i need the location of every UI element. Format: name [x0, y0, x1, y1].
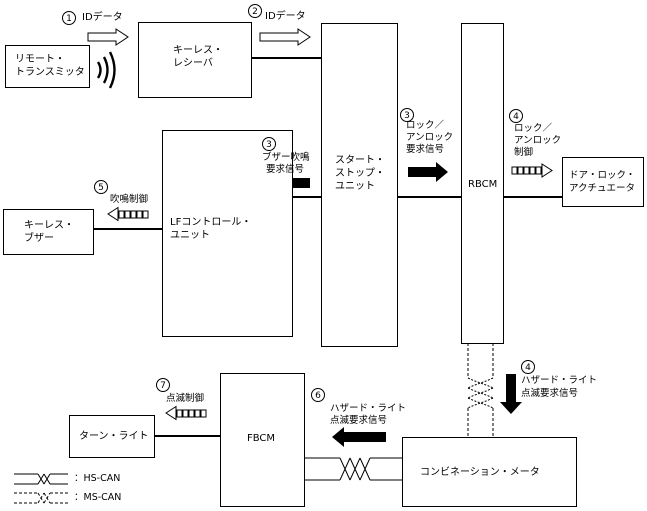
arrow-7-icon — [165, 405, 207, 421]
turn-light-box: ターン・ライト — [69, 415, 155, 458]
rbcm-label: RBCM — [468, 179, 498, 190]
signal-3a-label-2: アンロック — [406, 132, 454, 143]
legend-symbols — [14, 473, 68, 504]
combination-meter-box: コンビネーション・メータ — [402, 437, 577, 507]
keyless-receiver-label-1: キーレス・ — [173, 45, 223, 56]
signal-4a-label-3: 制御 — [514, 147, 534, 158]
signal-3a-number: 3 — [400, 108, 414, 122]
signal-3b-label-2: 要求信号 — [266, 164, 305, 175]
remote-transmitter-box: リモート・ トランスミッタ — [5, 45, 90, 88]
hs-can-bus — [305, 457, 402, 481]
fbcm-box: FBCM — [220, 373, 305, 507]
legend-hs-can-icon — [14, 473, 68, 485]
signal-7-number: 7 — [156, 378, 170, 392]
start-stop-label-2: ストップ・ — [335, 168, 385, 179]
signal-3a-label-1: ロック／ — [406, 120, 445, 131]
signal-4b-label-1: ハザード・ライト — [521, 375, 598, 386]
lf-control-label-1: LFコントロール・ — [170, 217, 252, 228]
signal-2-number: 2 — [248, 4, 262, 18]
signal-4b-number: 4 — [521, 360, 535, 374]
legend-ms-can-label: ：MS-CAN — [74, 492, 122, 503]
remote-transmitter-label-2: トランスミッタ — [15, 67, 85, 78]
start-stop-label-3: ユニット — [335, 181, 375, 192]
keyless-buzzer-label-2: ブザー — [24, 233, 54, 244]
signal-3b-number: 3 — [262, 137, 276, 151]
signal-4a-label-2: アンロック — [514, 135, 562, 146]
segmented-arrows — [107, 163, 553, 421]
signal-1-label: IDデータ — [82, 12, 123, 23]
arrow-3a-icon — [408, 162, 448, 182]
door-lock-actuator-box: ドア・ロック・ アクチュエータ — [562, 157, 644, 207]
arrow-4b-icon — [500, 374, 522, 414]
arrow-5-icon — [107, 206, 149, 222]
keyless-buzzer-label-1: キーレス・ — [24, 220, 74, 231]
signal-6-label-2: 点滅要求信号 — [330, 415, 388, 426]
turn-light-label: ターン・ライト — [79, 431, 149, 442]
signal-1-number: 1 — [62, 11, 76, 25]
arrow-2-icon — [259, 28, 311, 46]
keyless-receiver-label-2: レシーバ — [173, 58, 213, 69]
signal-5-label: 吹鳴制御 — [110, 194, 149, 205]
signal-5-number: 5 — [94, 180, 108, 194]
combination-meter-label: コンビネーション・メータ — [420, 467, 540, 478]
lf-control-label-2: ユニット — [170, 230, 210, 241]
radio-waves-icon — [96, 51, 116, 89]
keyless-buzzer-box: キーレス・ ブザー — [3, 209, 94, 255]
arrow-1-icon — [87, 28, 129, 46]
signal-4a-label-1: ロック／ — [514, 123, 553, 134]
ms-can-bus — [467, 343, 494, 437]
legend-hs-can-label: ：HS-CAN — [74, 473, 121, 484]
arrow-4a-icon — [511, 163, 553, 178]
remote-transmitter-label-1: リモート・ — [15, 54, 65, 65]
start-stop-unit-box: スタート・ ストップ・ ユニット — [321, 23, 398, 347]
legend-ms-can-icon — [14, 492, 68, 504]
signal-3a-label-3: 要求信号 — [406, 144, 445, 155]
signal-4a-number: 4 — [509, 109, 523, 123]
rbcm-box: RBCM — [461, 23, 504, 344]
door-lock-label-2: アクチュエータ — [569, 183, 636, 194]
signal-2-label: IDデータ — [265, 11, 306, 22]
signal-6-number: 6 — [311, 388, 325, 402]
signal-4b-label-2: 点滅要求信号 — [521, 388, 579, 399]
door-lock-label-1: ドア・ロック・ — [569, 170, 636, 181]
connection-lines — [94, 57, 562, 437]
signal-7-label: 点滅制御 — [166, 393, 205, 404]
keyless-receiver-box: キーレス・ レシーバ — [138, 22, 252, 98]
signal-3b-label-1: ブザー吹鳴 — [262, 152, 310, 163]
signal-6-label-1: ハザード・ライト — [330, 403, 407, 414]
lf-control-unit-box: LFコントロール・ ユニット — [162, 130, 293, 337]
start-stop-label-1: スタート・ — [335, 155, 385, 166]
id-data-arrows — [87, 28, 311, 46]
arrow-6-icon — [332, 427, 386, 447]
fbcm-label: FBCM — [247, 433, 276, 444]
